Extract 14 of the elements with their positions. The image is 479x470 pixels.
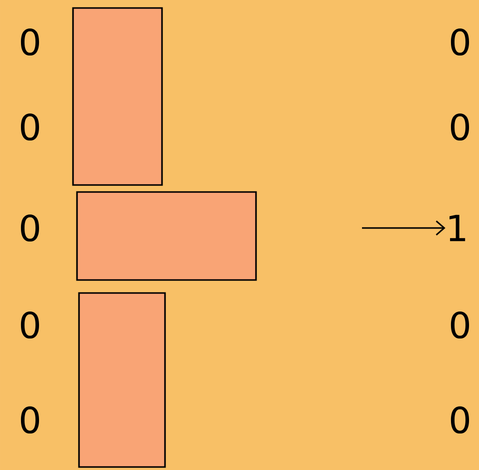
digit: 0 <box>450 113 470 141</box>
digit: 0 <box>450 28 470 56</box>
digit: 0 <box>20 28 40 56</box>
digit: 0 <box>20 406 40 434</box>
arrow <box>362 220 446 236</box>
digit: 0 <box>20 113 40 141</box>
hatched-bar <box>72 7 163 186</box>
digit: 0 <box>450 406 470 434</box>
digit: 0 <box>450 311 470 339</box>
hatched-bar <box>76 191 257 281</box>
hatched-bar <box>78 292 166 468</box>
digit: 1 <box>450 214 466 242</box>
digit: 0 <box>20 311 40 339</box>
digit: 0 <box>20 214 40 242</box>
